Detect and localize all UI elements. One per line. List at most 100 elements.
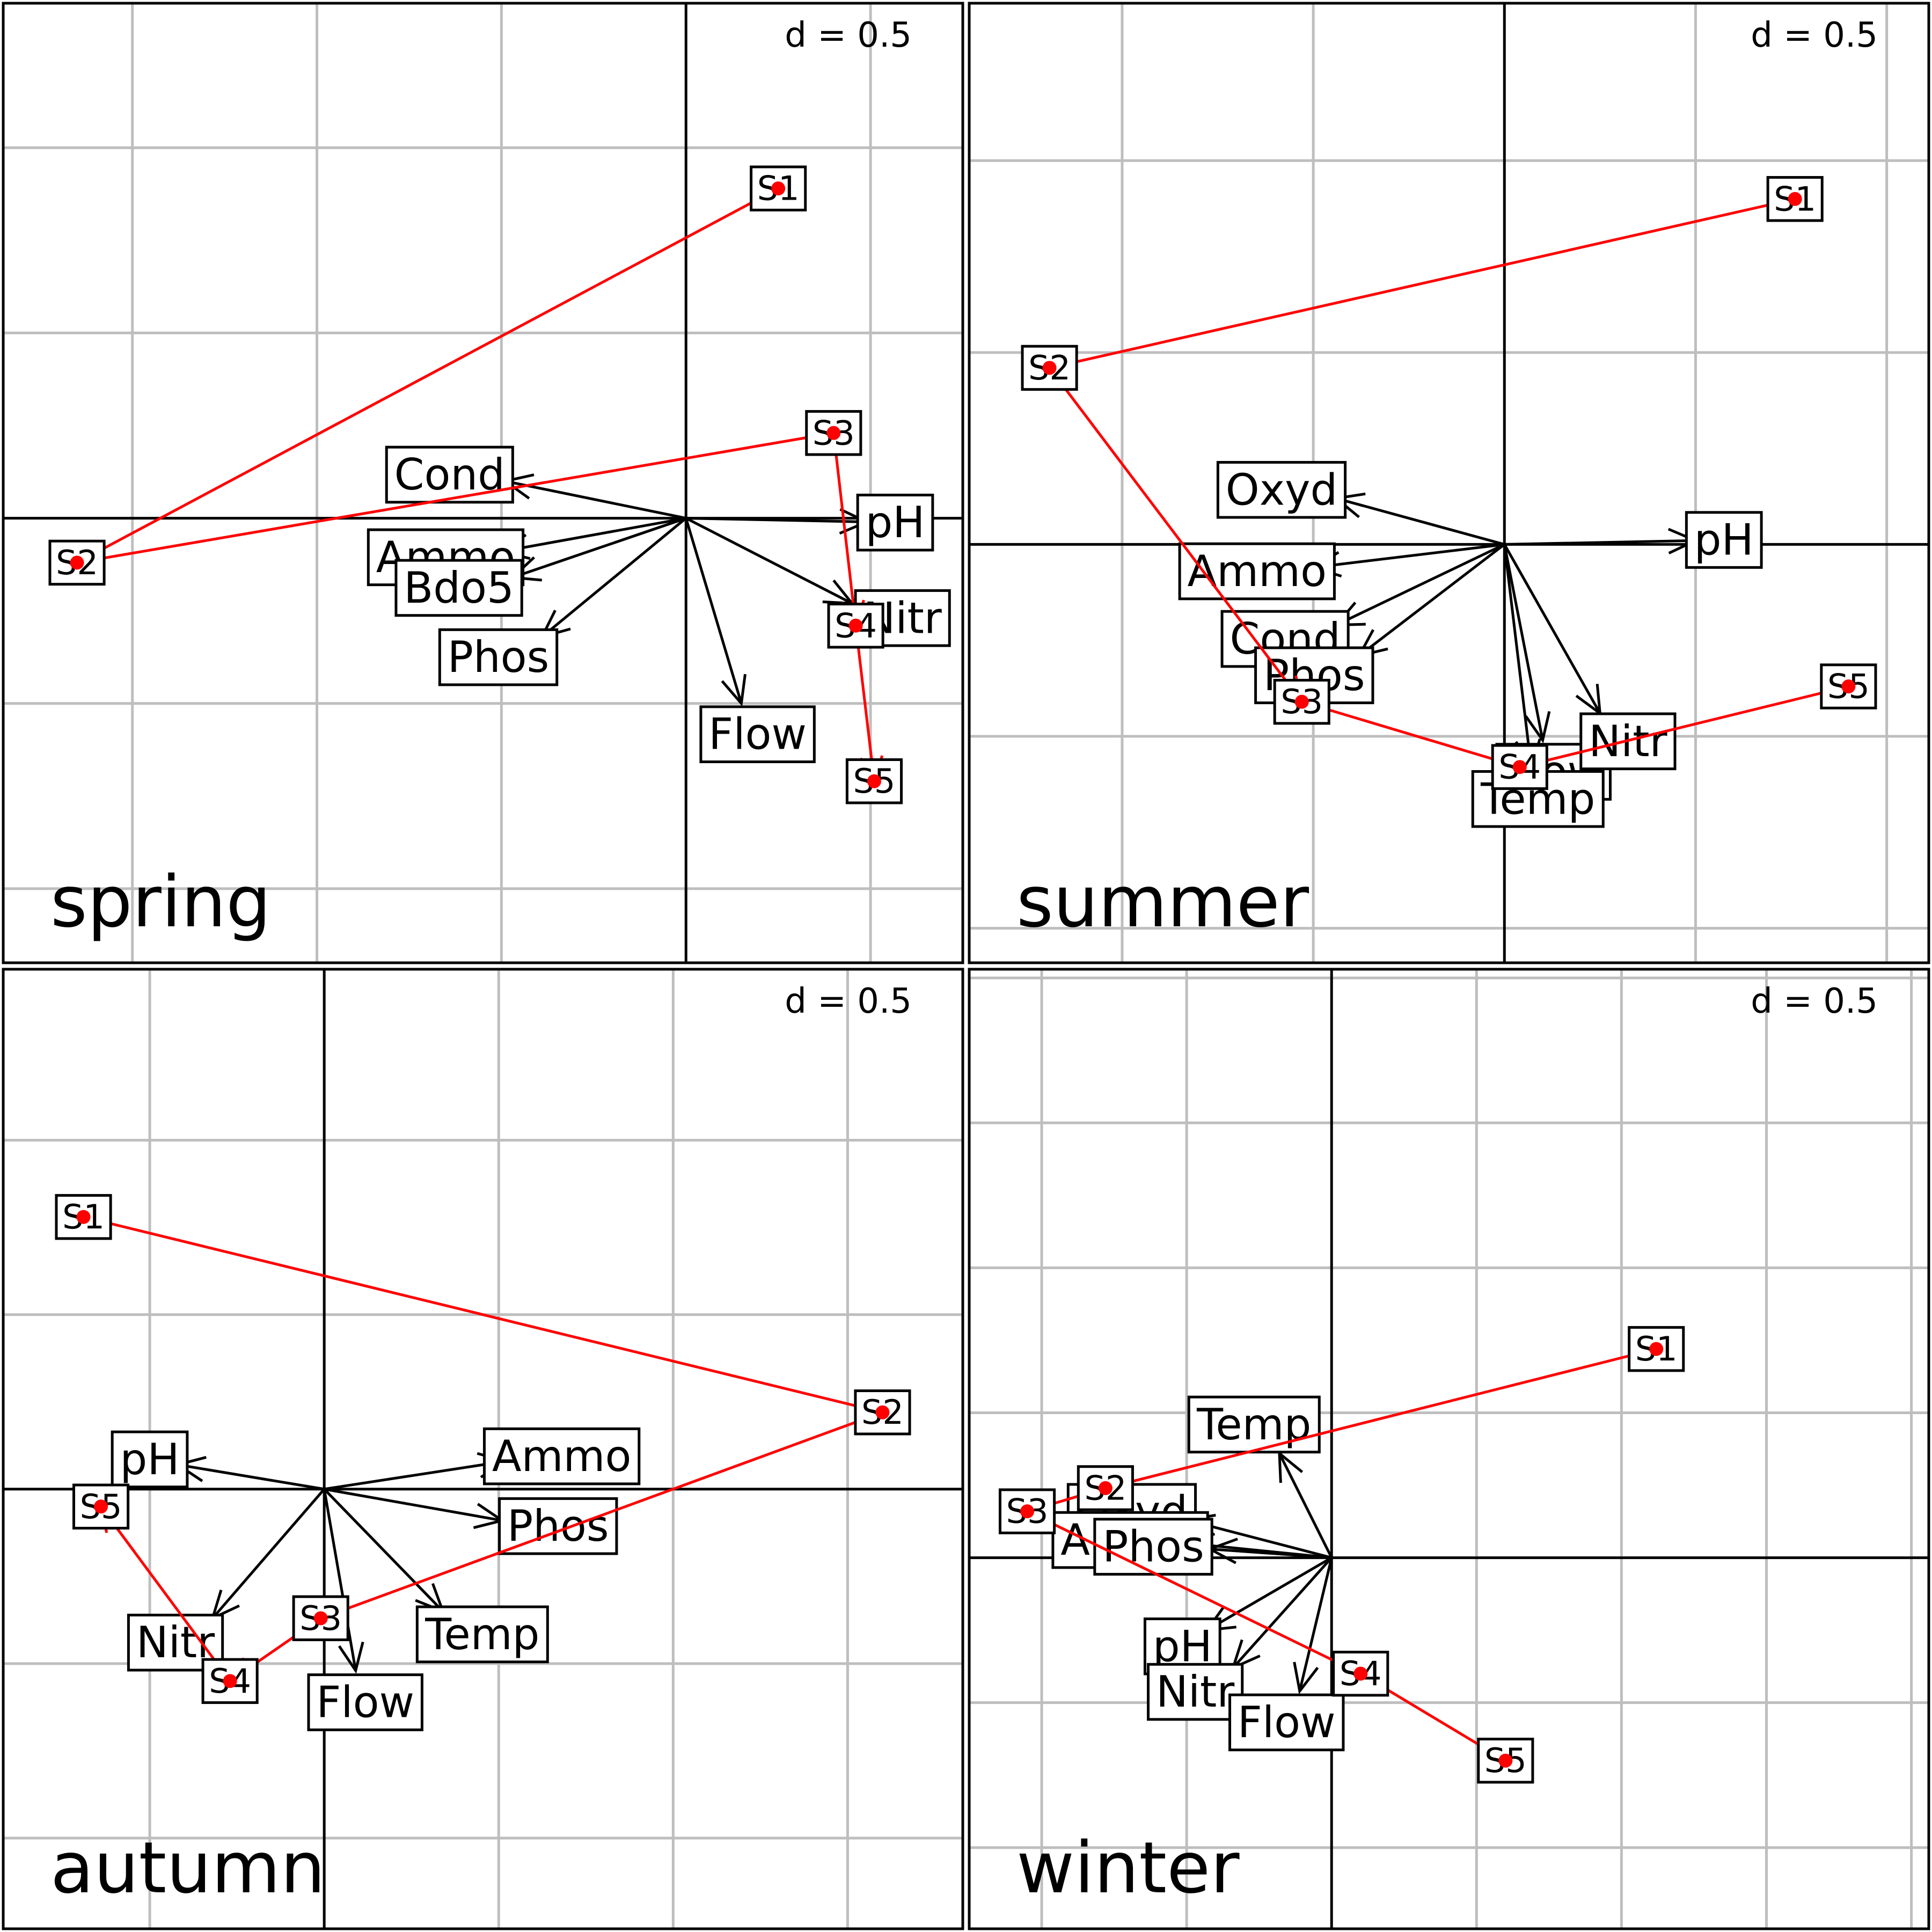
variable-arrow-ph xyxy=(1504,539,1696,546)
panel-title: spring xyxy=(50,861,271,943)
variable-label-box xyxy=(1228,1693,1345,1752)
trajectory-segment xyxy=(1026,1510,1362,1675)
panel-frame xyxy=(968,2,1930,964)
variable-arrow-temp xyxy=(1278,1452,1333,1558)
variable-arrow-ammo xyxy=(324,1460,506,1491)
site-point-s4 xyxy=(848,618,863,633)
variable-arrow-flow xyxy=(1503,544,1544,741)
variable-label-box xyxy=(1147,1663,1244,1721)
variable-arrow-temp xyxy=(323,1488,444,1613)
variable-label-ammo: Ammo xyxy=(1188,546,1327,596)
panel-title: winter xyxy=(1016,1827,1240,1909)
panel-frame xyxy=(2,968,964,1930)
variable-label-box xyxy=(394,559,523,617)
variable-label-flow: Flow xyxy=(708,709,807,759)
variable-arrow-cond xyxy=(504,480,686,520)
site-point-s5 xyxy=(867,774,881,788)
variable-label-flow: Flow xyxy=(316,1677,414,1727)
site-point-s4 xyxy=(1512,760,1527,774)
site-label-box xyxy=(1766,176,1824,222)
variable-arrow-ph xyxy=(686,517,867,523)
variable-label-flow: Flow xyxy=(1238,1697,1336,1747)
variable-label-box xyxy=(699,705,816,764)
trajectory-segment xyxy=(1049,197,1796,369)
variable-label-oxyd: Oxyd xyxy=(1226,465,1337,515)
site-point-s1 xyxy=(771,181,786,196)
trajectory-segment xyxy=(832,433,858,626)
variable-label-box xyxy=(438,628,559,686)
site-label-box xyxy=(750,165,807,211)
variable-label-phos: Phos xyxy=(1102,1522,1204,1572)
variable-arrow-flow xyxy=(323,1489,357,1671)
site-point-s1 xyxy=(1788,192,1802,206)
variable-arrow-phos xyxy=(1210,1547,1332,1560)
site-point-s3 xyxy=(826,426,841,440)
site-point-s1 xyxy=(76,1210,91,1224)
variable-label-bdo5: Bdo5 xyxy=(404,563,514,613)
variable-arrow-ammo xyxy=(501,517,686,553)
variable-arrowhead-flow xyxy=(1293,1662,1319,1695)
variable-label-box xyxy=(856,493,934,552)
trajectory-segment xyxy=(83,1216,883,1414)
site-point-s2 xyxy=(1042,361,1057,375)
site-point-s1 xyxy=(1649,1342,1664,1356)
grid-scale-label: d = 0.5 xyxy=(785,982,912,1021)
trajectory-segment xyxy=(854,625,876,782)
panel-autumn: pHAmmoPhosTempFlowNitrS1S2S3S4S5d = 0.5a… xyxy=(2,968,964,1930)
variable-label-box xyxy=(415,1605,549,1664)
site-point-s4 xyxy=(223,1674,237,1688)
plot-area: TempOxydAmmoPhospHNitrFlowS1S2S3S4S5 xyxy=(969,969,1929,1929)
grid-scale-label: d = 0.5 xyxy=(1751,16,1878,55)
trajectory-segment xyxy=(1301,700,1520,769)
variable-label-ph: pH xyxy=(120,1435,180,1484)
plot-area: OxydAmmoCondPhospHFlowNitrTempS1S2S3S4S5 xyxy=(969,3,1929,963)
panel-summer: OxydAmmoCondPhospHFlowNitrTempS1S2S3S4S5… xyxy=(968,2,1930,964)
panel-spring: CondAmmoBdo5PhospHNitrFlowS1S2S3S4S5d = … xyxy=(2,2,964,964)
variable-arrow-ammo xyxy=(1313,543,1505,569)
variable-label-box xyxy=(1216,460,1347,519)
variable-arrow-phos xyxy=(1358,543,1505,657)
variable-arrow-nitr xyxy=(1503,544,1601,714)
variable-label-box xyxy=(307,1673,423,1731)
panel-frame xyxy=(968,968,1930,1930)
site-point-s3 xyxy=(1020,1504,1035,1519)
variable-label-box xyxy=(1178,542,1336,601)
site-label-box xyxy=(1491,744,1548,790)
trajectory-segment xyxy=(1519,685,1849,769)
grid-scale-label: d = 0.5 xyxy=(785,16,912,55)
variable-arrow-flow xyxy=(1298,1557,1333,1692)
site-point-s5 xyxy=(1498,1753,1513,1768)
variable-label-box xyxy=(1093,1518,1213,1576)
variable-label-box xyxy=(385,445,514,504)
panel-frame xyxy=(2,2,964,964)
variable-label-phos: Phos xyxy=(448,632,550,682)
variable-label-box xyxy=(111,1430,189,1489)
site-point-s5 xyxy=(94,1499,108,1514)
variable-arrow-phos xyxy=(324,1488,503,1522)
variable-arrow-oxyd xyxy=(1336,497,1505,546)
site-point-s2 xyxy=(1098,1481,1113,1495)
trajectory-segment xyxy=(76,187,779,564)
site-point-s3 xyxy=(1294,694,1309,709)
variable-label-ammo: Ammo xyxy=(492,1431,632,1481)
variable-arrow-flow xyxy=(684,517,743,704)
trajectory-segment xyxy=(1105,1348,1657,1490)
plot-area: CondAmmoBdo5PhospHNitrFlowS1S2S3S4S5 xyxy=(3,3,963,963)
site-label-box xyxy=(827,603,884,649)
panel-title: summer xyxy=(1016,861,1309,943)
panel-winter: TempOxydAmmoPhospHNitrFlowS1S2S3S4S5d = … xyxy=(968,968,1930,1930)
variable-arrowhead-flow xyxy=(338,1641,364,1674)
variable-label-ph: pH xyxy=(1694,515,1754,565)
trajectory-segment xyxy=(320,1411,883,1620)
variable-arrow-ph xyxy=(177,1463,325,1491)
variable-arrowhead-flow xyxy=(1524,711,1551,744)
panel-title: autumn xyxy=(50,1827,325,1909)
variable-arrow-bdo5 xyxy=(512,517,687,579)
variable-arrow-cond xyxy=(1335,543,1505,626)
site-label-box xyxy=(1273,678,1330,725)
trajectory-segment xyxy=(100,1505,231,1682)
grid-scale-label: d = 0.5 xyxy=(1751,982,1878,1021)
variable-label-box xyxy=(1187,1395,1321,1454)
variable-arrow-nitr xyxy=(211,1488,326,1619)
